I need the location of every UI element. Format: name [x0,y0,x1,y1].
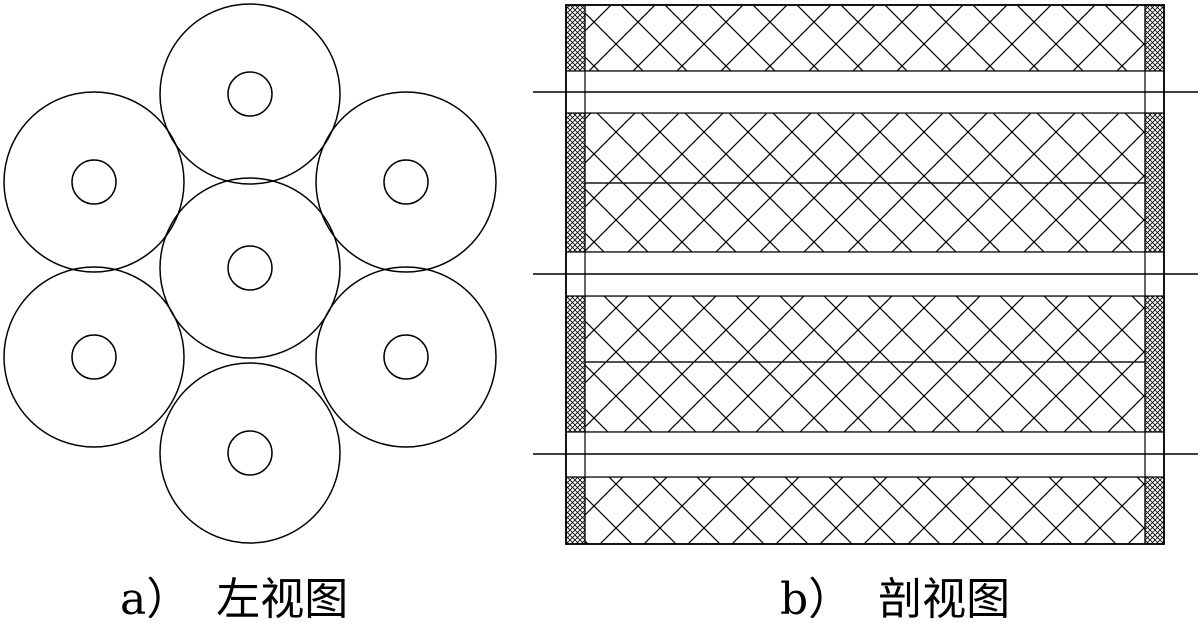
section-band-2 [584,112,1146,184]
strand-upper-left [3,91,185,273]
section-band-6 [584,476,1146,545]
strand-bottom [159,362,341,544]
section-band-4 [584,295,1146,363]
end-cap-left-3 [565,295,586,433]
end-cap-right-1 [1144,4,1165,72]
section-view-label: b） [780,574,853,625]
section-view-title: 剖视图 [878,574,1011,625]
left-view-title: 左视图 [216,574,349,625]
end-cap-right-4 [1144,476,1165,545]
left-view-caption: a）左视图 [120,578,348,622]
strand-top [159,3,341,185]
strand-center [159,177,341,359]
strand-lower-left [3,266,185,448]
section-band-5 [584,361,1146,433]
end-cap-left-1 [565,4,586,72]
section-view-caption: b）剖视图 [780,578,1010,622]
end-cap-right-2 [1144,112,1165,253]
section-frame [565,4,1165,545]
left-view-label: a） [120,574,191,625]
strand-upper-right [315,91,497,273]
end-cap-right-3 [1144,295,1165,433]
section-view-diagram [533,4,1198,545]
left-view-diagram [3,3,497,544]
section-band-3 [584,182,1146,253]
strand-lower-right [315,266,497,448]
end-cap-left-4 [565,476,586,545]
section-band-1 [584,4,1146,72]
axis-lines [533,91,1198,455]
end-cap-left-2 [565,112,586,253]
